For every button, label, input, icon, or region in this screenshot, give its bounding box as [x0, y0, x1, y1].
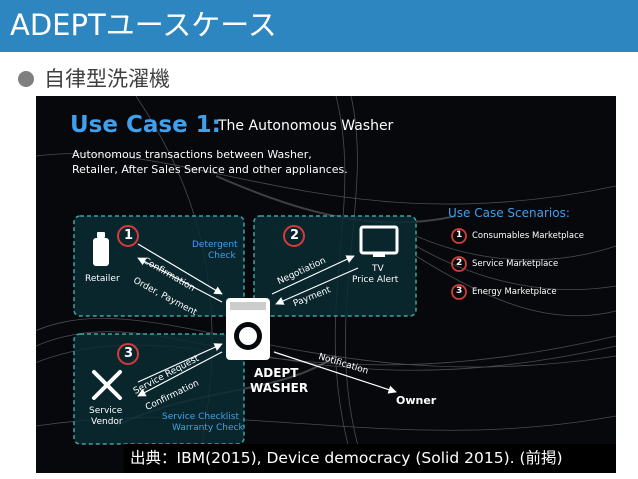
scenario-2-icon [451, 256, 467, 272]
flow-arrows [137, 243, 397, 397]
tv-label-line-2: Price Alert [352, 275, 399, 285]
bullet-dot-icon [18, 71, 34, 87]
bullet-item: 自律型洗濯機 [18, 64, 170, 94]
scenario-3-number: 3 [456, 286, 463, 296]
panel-1-number-icon [117, 225, 139, 247]
detergent-check-line-1: Detergent [192, 240, 238, 250]
panel-1-number: 1 [124, 228, 134, 243]
detergent-bottle-icon [93, 232, 109, 266]
tv-panel [253, 215, 417, 317]
retailer-label: Retailer [85, 274, 120, 284]
scenario-1-icon [451, 228, 467, 244]
owner-label: Owner [396, 394, 437, 407]
service-checklist-line-2: Warranty Check [172, 423, 244, 433]
panel-3-number-icon [117, 343, 139, 365]
tv-label-line-1: TV [372, 264, 384, 274]
scenario-3-icon [451, 284, 467, 300]
scenario-1-label: Consumables Marketplace [472, 231, 585, 241]
washing-machine-icon [226, 298, 270, 360]
service-vendor-line-1: Service [89, 406, 123, 416]
panel-3-number: 3 [124, 346, 134, 361]
scenario-2-label: Service Marketplace [472, 259, 559, 269]
description-line-2: Retailer, After Sales Service and other … [72, 163, 348, 176]
panel-2-number: 2 [290, 228, 300, 243]
scenario-2-number: 2 [456, 258, 463, 268]
diagram-graphics [36, 96, 616, 473]
washer-label-line-2: WASHER [250, 381, 309, 395]
wrench-screwdriver-icon [92, 370, 122, 400]
scenario-1-number: 1 [456, 230, 463, 240]
tv-icon [359, 225, 399, 257]
description-line-1: Autonomous transactions between Washer, [72, 148, 312, 161]
washer-label-line-1: ADEPT [254, 366, 299, 380]
source-citation: 出典：IBM(2015), Device democracy (Solid 20… [124, 444, 616, 473]
detergent-check-line-2: Check [208, 251, 236, 261]
bullet-text: 自律型洗濯機 [44, 67, 170, 91]
use-case-label: Use Case 1: [70, 112, 221, 138]
use-case-diagram: Use Case 1: The Autonomous Washer Autono… [36, 96, 616, 473]
use-case-title: The Autonomous Washer [218, 118, 394, 134]
scenarios-title: Use Case Scenarios: [448, 206, 570, 220]
scenario-3-label: Energy Marketplace [472, 287, 557, 297]
service-vendor-line-2: Vendor [91, 417, 123, 427]
title-bar: ADEPTユースケース [0, 0, 638, 52]
service-checklist-line-1: Service Checklist [162, 412, 240, 422]
slide-title: ADEPTユースケース [10, 8, 277, 42]
panel-2-number-icon [283, 225, 305, 247]
